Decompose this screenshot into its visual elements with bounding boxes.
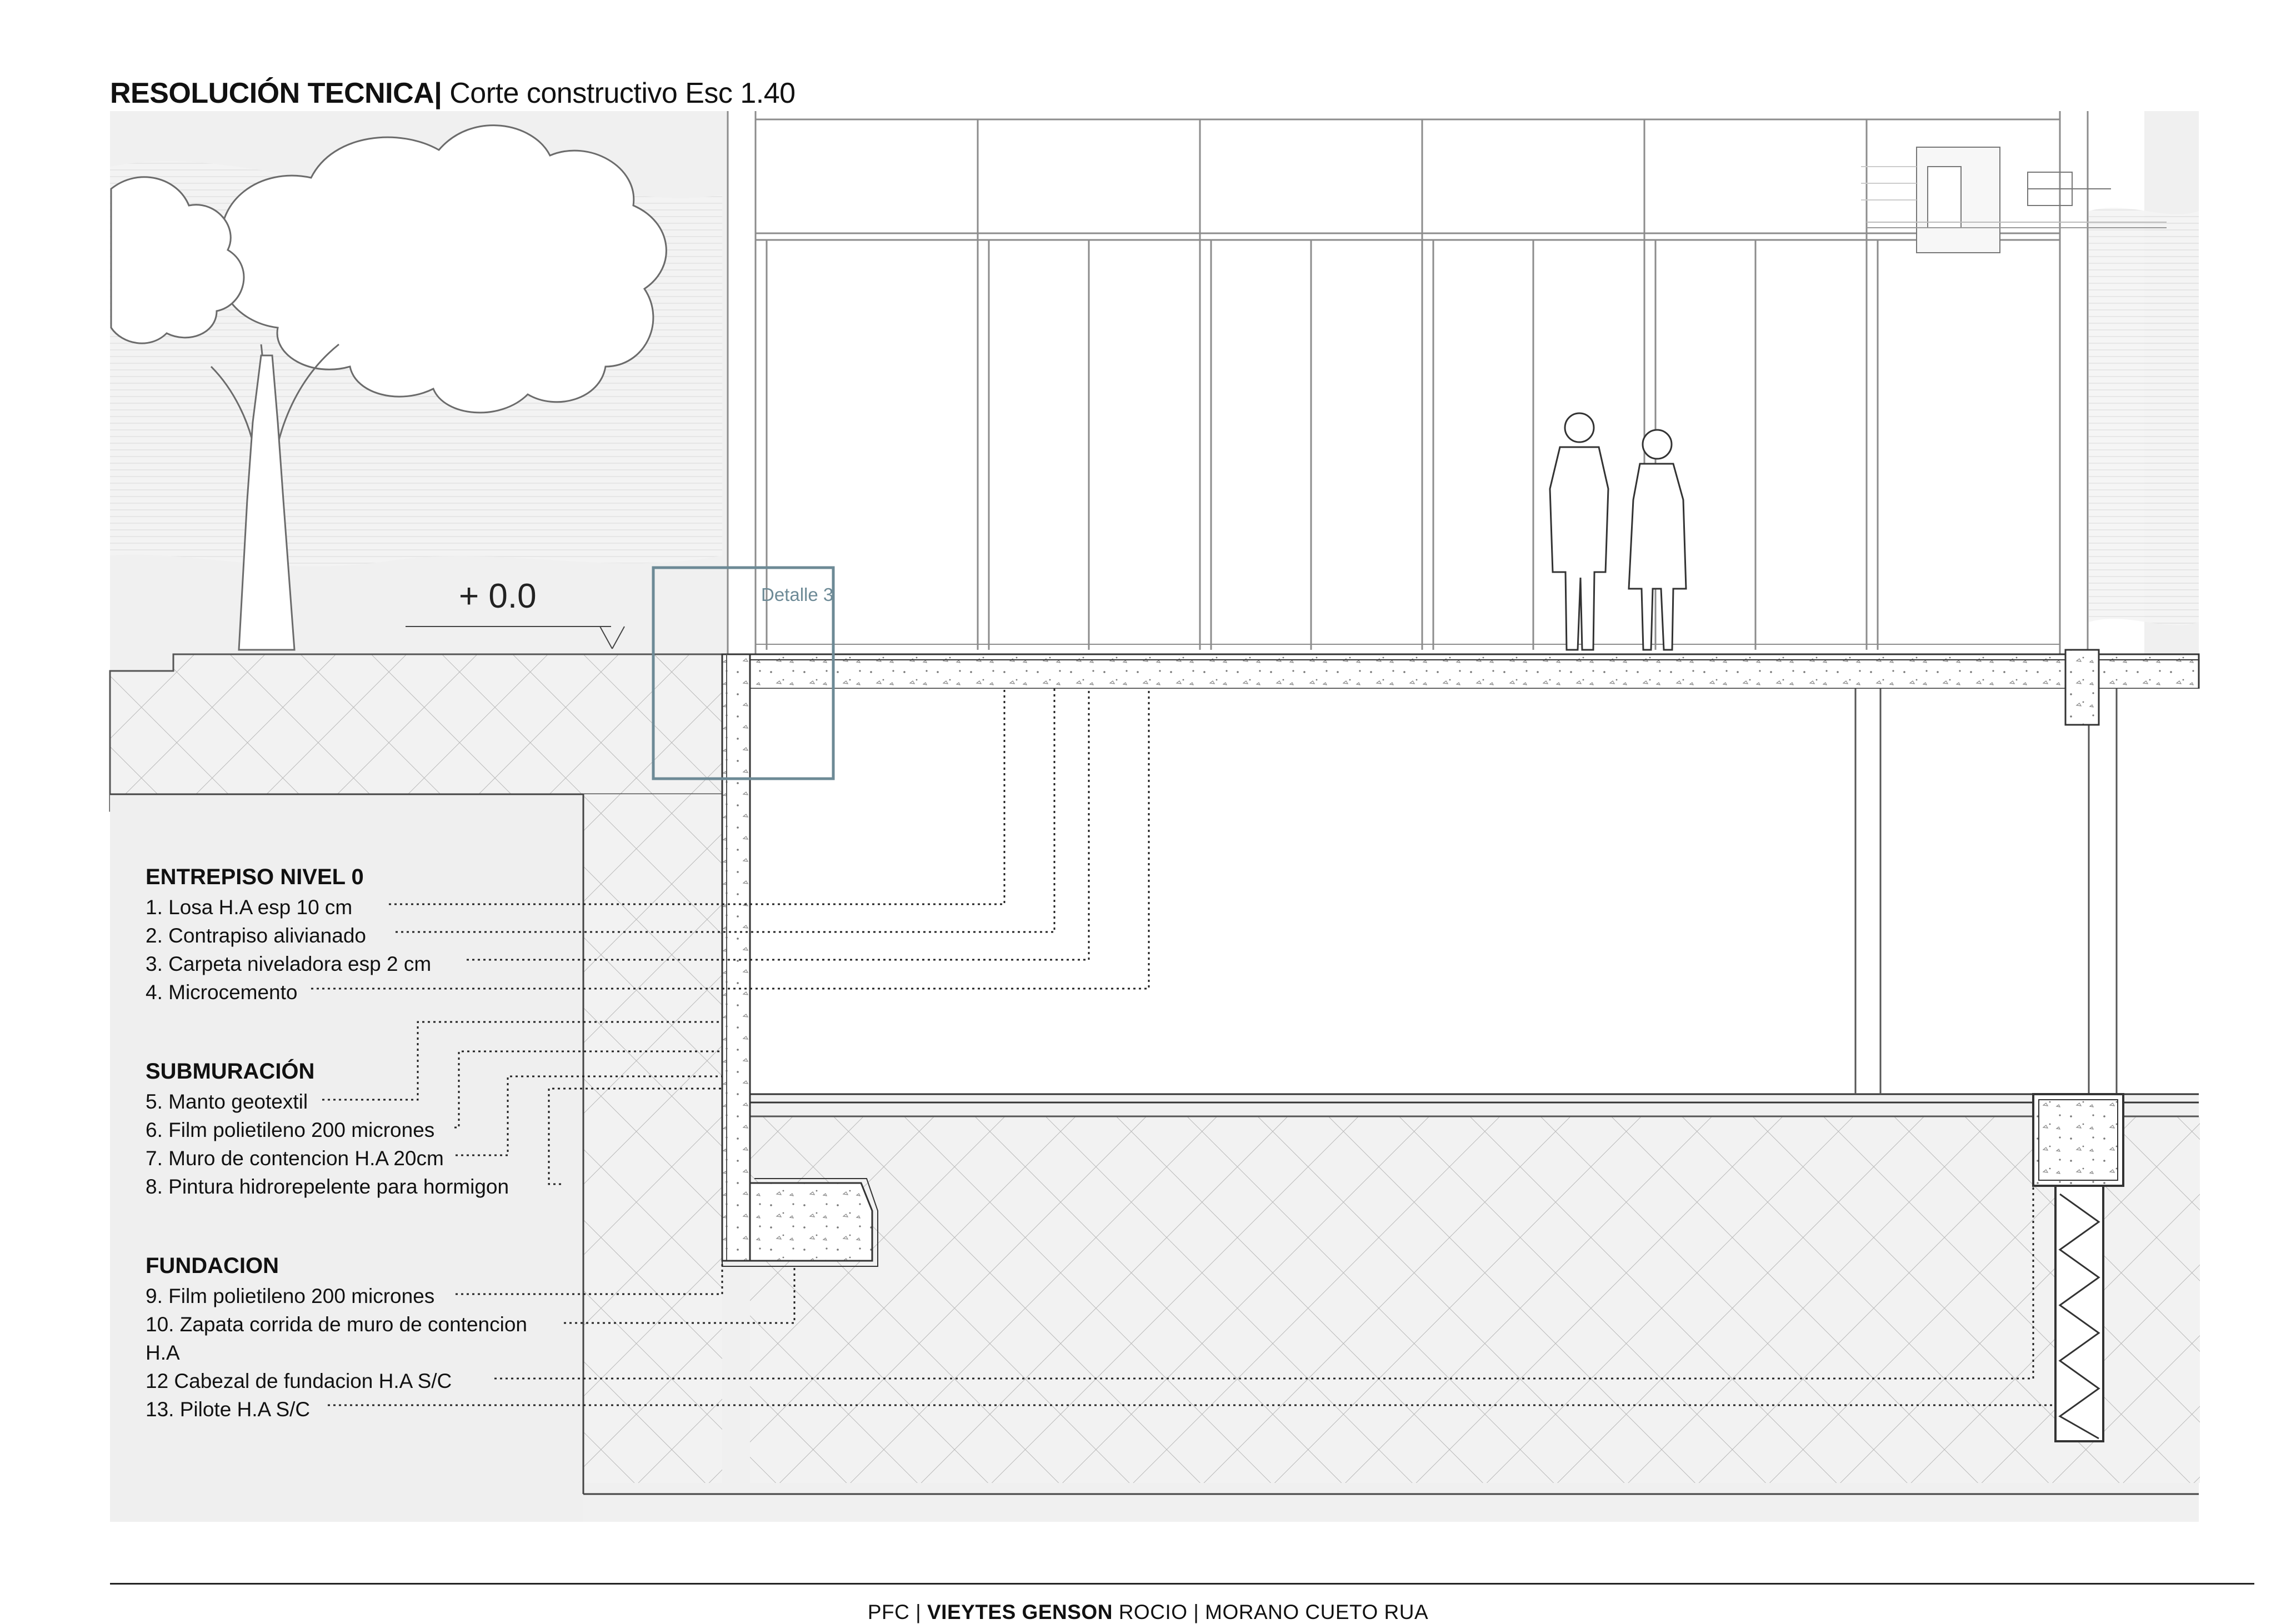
detail-3-box (652, 566, 835, 780)
legend-entrepiso: ENTREPISO NIVEL 0 1. Losa H.A esp 10 cm … (146, 861, 590, 1006)
legend-item: 13. Pilote H.A S/C (146, 1398, 311, 1421)
leader-lines (311, 689, 2055, 1406)
legend-item: 4. Microcemento (146, 981, 298, 1004)
basement-columns (1854, 689, 2118, 1094)
interior-space (728, 111, 2144, 655)
legend-panel-background (110, 794, 583, 1522)
people-silhouettes (1549, 412, 1687, 651)
basement-space (750, 689, 2200, 1094)
legend-heading-entrepiso: ENTREPISO NIVEL 0 (146, 865, 364, 889)
level-marker-symbol (406, 626, 625, 649)
footer-prefix: PFC | (867, 1601, 927, 1623)
legend-item: 7. Muro de contencion H.A 20cm (146, 1147, 444, 1170)
legend-item: 8. Pintura hidrorepelente para hormigon (146, 1175, 509, 1198)
legend-item: 6. Film polietileno 200 micrones (146, 1119, 435, 1141)
title-subtitle: Corte constructivo Esc 1.40 (442, 77, 796, 109)
footer-author-bold: VIEYTES GENSON (927, 1601, 1113, 1623)
legend-fundacion: FUNDACION 9. Film polietileno 200 micron… (146, 1250, 590, 1423)
footer-author-rest: ROCIO | MORANO CUETO RUA (1112, 1601, 1429, 1623)
legend-item: 12 Cabezal de fundacion H.A S/C (146, 1370, 452, 1392)
footer-credits: PFC | VIEYTES GENSON ROCIO | MORANO CUET… (0, 1601, 2296, 1624)
legend-heading-submuracion: SUBMURACIÓN (146, 1059, 315, 1084)
pile-cap (2032, 1093, 2124, 1187)
earth-lower-right (750, 1116, 2200, 1483)
earth-upper (109, 653, 723, 812)
legend-item: 3. Carpeta niveladora esp 2 cm (146, 953, 432, 975)
earth-lower-left (583, 794, 722, 1483)
pile (2054, 1185, 2104, 1442)
legend-submuracion: SUBMURACIÓN 5. Manto geotextil 6. Film p… (146, 1055, 590, 1201)
legend-heading-fundacion: FUNDACION (146, 1254, 279, 1278)
strip-footing (722, 1182, 873, 1262)
footer-rule (110, 1583, 2254, 1585)
pile-zigzag (2058, 1193, 2100, 1440)
legend-item: 1. Losa H.A esp 10 cm (146, 896, 353, 919)
detail-callout-label: Detalle 3 (761, 584, 834, 605)
sheet-title: RESOLUCIÓN TECNICA| Corte constructivo E… (110, 77, 796, 110)
title-bold: RESOLUCIÓN TECNICA| (110, 77, 442, 109)
legend-item: 2. Contrapiso alivianado (146, 924, 366, 947)
level-marker-label: + 0.0 (459, 577, 537, 615)
tree-illustration (110, 124, 667, 651)
legend-item: 5. Manto geotextil (146, 1090, 308, 1113)
column-head-top (2064, 649, 2100, 726)
legend-item: 10. Zapata corrida de muro de contencion (146, 1313, 527, 1336)
cloud-band-right (2089, 208, 2199, 625)
key-plan-thumbnail (1861, 147, 2167, 253)
legend-item: H.A (146, 1341, 180, 1364)
legend-item: 9. Film polietileno 200 micrones (146, 1285, 435, 1307)
